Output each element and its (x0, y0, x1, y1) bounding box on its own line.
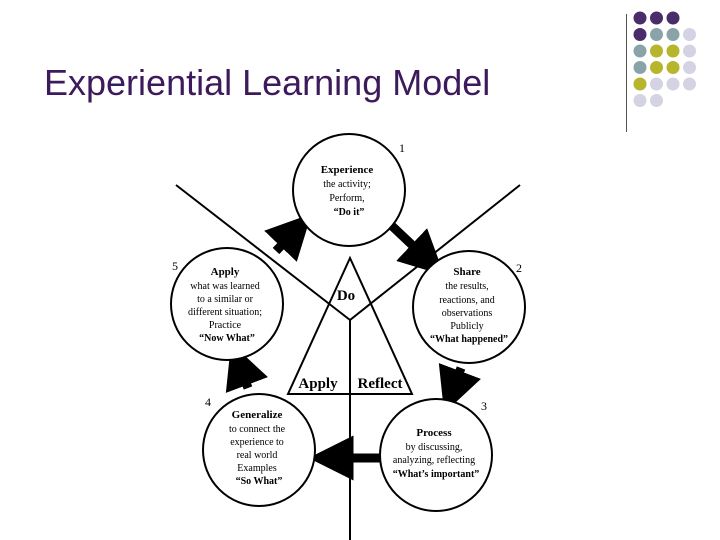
stage-number-1: 1 (399, 141, 405, 155)
stage-line: the results, (445, 281, 488, 292)
decor-dot (683, 61, 696, 74)
stage-line: by discussing, (406, 442, 463, 453)
arrow-2-to-3 (438, 363, 481, 414)
stage-text-apply: Apply what was learned to a similar or d… (188, 262, 266, 344)
stage-title: Share (453, 266, 480, 278)
decor-dot (633, 44, 647, 58)
decor-dot (650, 94, 663, 107)
stage-text-process: Process by discussing, analyzing, reflec… (393, 423, 480, 480)
arrow-1-to-2 (388, 222, 445, 276)
arrow-4-to-5 (225, 342, 268, 393)
decor-dot (633, 28, 647, 41)
stage-title: Apply (211, 266, 240, 278)
stage-line: observations (442, 308, 493, 319)
stage-circle-generalize (202, 393, 316, 507)
decor-dot (633, 11, 647, 25)
stage-quote: “What happened” (430, 334, 508, 345)
stage-title: Generalize (232, 409, 283, 421)
title-divider-line (626, 14, 627, 132)
decor-dot (650, 61, 663, 74)
decor-dot (683, 28, 696, 41)
stage-line: different situation; (188, 307, 262, 318)
stage-circle-process (379, 398, 493, 512)
stage-line: real world (237, 450, 278, 461)
stage-line: to connect the (229, 424, 286, 435)
stage-number-3: 3 (481, 399, 487, 413)
stage-circle-share (412, 250, 526, 364)
decor-dot (666, 61, 680, 74)
stage-line: analyzing, reflecting (393, 455, 475, 466)
stage-text-experience: Experience the activity; Perform, “Do it… (321, 160, 378, 218)
decor-dot (633, 61, 647, 74)
stage-circle-apply (170, 247, 284, 361)
stage-number-5: 5 (172, 259, 178, 273)
decor-dot (650, 44, 663, 58)
decor-dot (650, 11, 663, 25)
triangle-label-reflect: Reflect (358, 376, 403, 392)
stage-text-share: Share the results, reactions, and observ… (430, 262, 508, 345)
stage-title: Process (416, 427, 452, 439)
stage-line: experience to (230, 437, 284, 448)
slide-title: Experiential Learning Model (44, 62, 491, 103)
decor-dot (633, 77, 647, 91)
stage-line: reactions, and (439, 295, 495, 306)
stage-text-generalize: Generalize to connect the experience to … (229, 405, 289, 487)
stage-title: Experience (321, 164, 374, 176)
stage-quote: “Now What” (199, 333, 255, 344)
diagonal-line-left (175, 184, 351, 321)
decor-dot (666, 11, 680, 25)
decor-dot (666, 44, 680, 58)
decor-dot (650, 77, 663, 91)
decorative-dot-grid (633, 11, 696, 107)
stage-line: the activity; (323, 179, 371, 190)
decor-dot (683, 77, 696, 91)
stage-line: what was learned (190, 281, 259, 292)
decor-dot (650, 28, 663, 41)
stage-line: Perform, (329, 193, 364, 204)
stage-line: to a similar or (197, 294, 253, 305)
triangle-label-apply: Apply (298, 376, 338, 392)
triangle-label-do: Do (337, 288, 355, 304)
stage-circle-experience (292, 133, 406, 247)
stage-quote: “What’s important” (393, 469, 480, 480)
center-triangle (286, 255, 414, 395)
stage-number-4: 4 (205, 395, 211, 409)
decor-dot (666, 28, 680, 41)
arrow-5-to-1 (264, 213, 312, 262)
stage-quote: “So What” (236, 476, 283, 487)
stage-line: Publicly (450, 321, 483, 332)
decor-dot (666, 77, 680, 91)
decor-dot (633, 94, 647, 107)
stage-line: Practice (209, 320, 242, 331)
stage-quote: “Do it” (334, 207, 365, 218)
stage-number-2: 2 (516, 261, 522, 275)
stage-line: Examples (237, 463, 277, 474)
decor-dot (683, 44, 696, 58)
